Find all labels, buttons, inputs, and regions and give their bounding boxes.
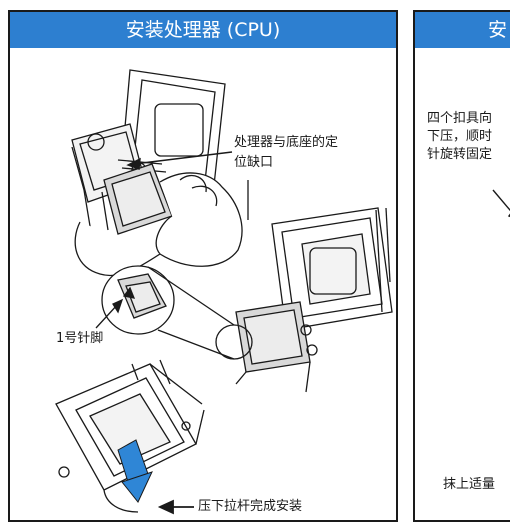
right-panel-title: 安 xyxy=(415,12,510,48)
cooler-install-illustration xyxy=(492,189,510,218)
magnifier-illustration xyxy=(95,265,253,360)
pin1-triangle-icon xyxy=(122,286,136,299)
grease-callout: 抹上适量 xyxy=(443,477,496,492)
clip-callout-line3: 针旋转固定 xyxy=(427,147,493,162)
pin1-callout: 1号针脚 xyxy=(56,331,104,346)
socket-closed-illustration xyxy=(55,359,205,513)
clip-callout-line2: 下压，顺时 xyxy=(427,129,493,144)
lever-arrow-icon xyxy=(117,439,153,503)
right-panel: 安 四个扣具向 下压，顺时 针旋转固定 抹上适量 xyxy=(413,10,510,522)
cpu-install-illustration xyxy=(55,69,393,515)
clip-callout-arrow xyxy=(492,189,510,218)
left-panel: 安装处理器 (CPU) xyxy=(8,10,398,522)
cpu-in-hand xyxy=(74,163,249,277)
notch-callout-arrow xyxy=(126,151,233,170)
left-panel-title: 安装处理器 (CPU) xyxy=(10,12,396,48)
notch-callout-line1: 处理器与底座的定 xyxy=(234,135,339,150)
notch-callout-line2: 位缺口 xyxy=(234,155,274,170)
cpu-seated-illustration xyxy=(235,207,393,393)
lever-callout: 压下拉杆完成安装 xyxy=(198,499,303,514)
lever-callout-arrow xyxy=(157,499,194,515)
clip-callout-line1: 四个扣具向 xyxy=(427,111,493,126)
